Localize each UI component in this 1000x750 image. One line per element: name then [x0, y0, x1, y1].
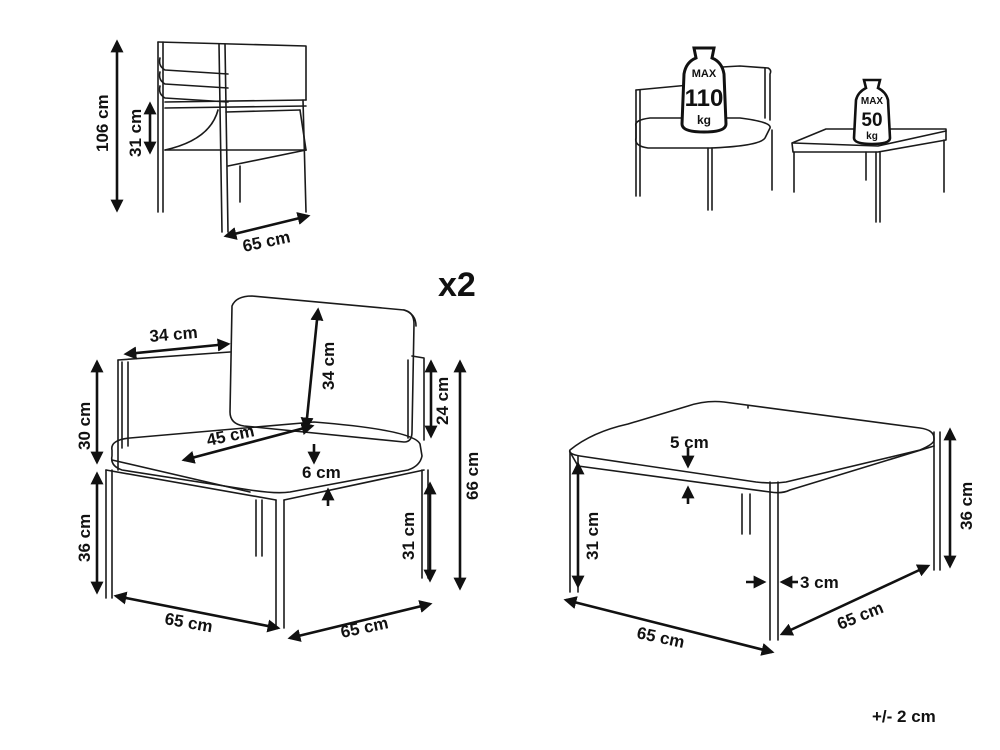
- label-table-depth: 65 cm: [834, 598, 886, 634]
- chair-drawing: [105, 295, 429, 629]
- weight-unit-chair: kg: [697, 113, 711, 127]
- label-back-height: 34 cm: [319, 342, 338, 390]
- table-load-thumbnail: [791, 128, 947, 223]
- armrest-length-arrow: [123, 338, 231, 360]
- table-depth-arrow: [779, 564, 931, 636]
- label-frame-height: 36 cm: [75, 514, 94, 562]
- chair-width-arrow: [113, 591, 281, 633]
- seat-depth-arrow: [181, 422, 315, 464]
- label-arm-height: 30 cm: [75, 402, 94, 450]
- weight-value-chair: 110: [685, 85, 724, 112]
- side-depth-arrow: [223, 212, 311, 240]
- label-seat-height: 31 cm: [399, 512, 418, 560]
- label-seat-depth: 45 cm: [205, 421, 256, 450]
- weight-max-chair: MAX: [692, 68, 717, 80]
- weight-unit-table: kg: [866, 131, 878, 142]
- chair-depth-arrow: [287, 600, 433, 642]
- weight-icon-table: MAX 50 kg: [852, 78, 892, 146]
- table-width-arrow: [563, 596, 775, 656]
- label-chair-depth: 65 cm: [339, 613, 390, 642]
- label-tolerance: +/- 2 cm: [872, 707, 936, 726]
- label-side-seat-height: 31 cm: [126, 109, 145, 157]
- label-table-height: 36 cm: [957, 482, 976, 530]
- label-back-above-arm: 24 cm: [433, 377, 452, 425]
- label-total-height: 66 cm: [463, 452, 482, 500]
- weight-max-table: MAX: [861, 96, 884, 107]
- label-armrest-length: 34 cm: [149, 323, 199, 346]
- quantity-multiplier: x2: [438, 266, 476, 304]
- chair-side-view: [157, 41, 307, 233]
- back-height-arrow: [300, 307, 324, 431]
- label-table-leg-height: 31 cm: [583, 512, 602, 560]
- label-side-height: 106 cm: [93, 94, 112, 152]
- label-cushion-thickness: 6 cm: [302, 463, 341, 482]
- table-drawing: [568, 400, 941, 641]
- weight-icon-chair: MAX 110 kg: [680, 46, 728, 134]
- weight-value-table: 50: [861, 110, 882, 131]
- label-leg-width: 3 cm: [800, 573, 839, 592]
- label-table-top: 5 cm: [670, 433, 709, 452]
